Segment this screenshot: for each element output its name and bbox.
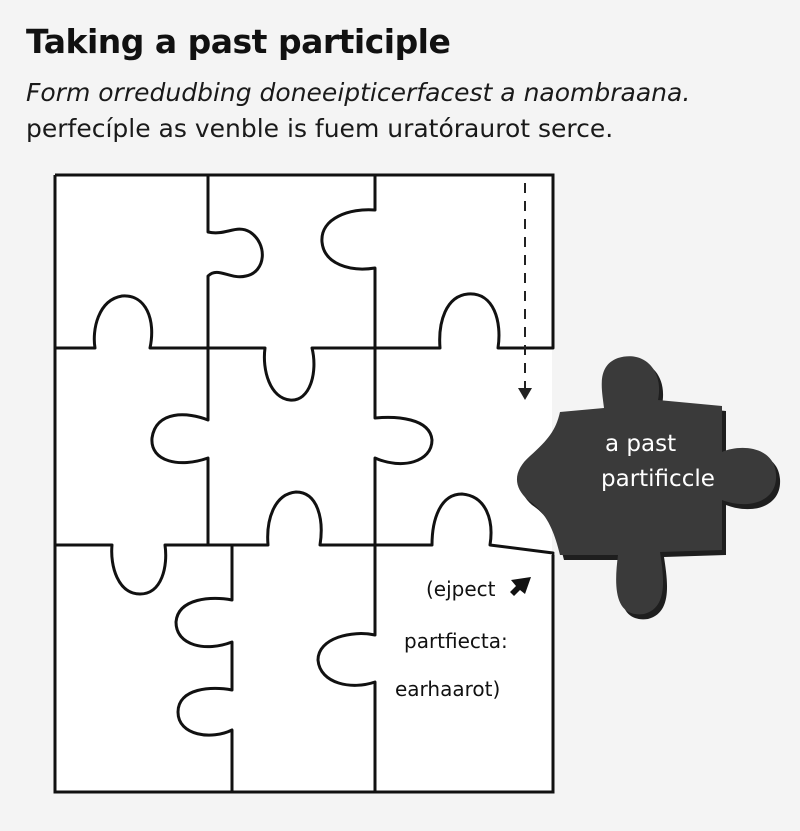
subtitle: Form orredudbing doneeipticerfacest a na… xyxy=(26,75,786,147)
subtitle-line-1: Form orredudbing doneeipticerfacest a na… xyxy=(26,78,691,107)
puzzle-board xyxy=(56,176,552,791)
cut-v1-mid xyxy=(150,346,210,547)
arrow-icon xyxy=(510,577,531,596)
cut-v2-mid xyxy=(373,346,434,547)
annotation-line-3: earhaarot) xyxy=(395,677,500,701)
cut-v1-top xyxy=(206,173,264,350)
subtitle-line-2: perfecíple as venble is fuem uratóraurot… xyxy=(26,114,614,143)
drop-guide-arrowhead xyxy=(518,388,532,400)
annotation-line-2: partfiecta: xyxy=(404,629,508,653)
annotation-line-1: (ejpect xyxy=(426,577,496,601)
loose-piece-label-1: a past xyxy=(605,431,676,457)
loose-puzzle-piece[interactable]: a past partificcle xyxy=(516,356,781,620)
cut-v2-top xyxy=(320,173,377,350)
cut-h2 xyxy=(53,490,555,596)
loose-piece-body xyxy=(516,356,777,615)
page-title: Taking a past participle xyxy=(26,22,451,61)
loose-piece-label-2: partificcle xyxy=(601,466,715,492)
cut-h1 xyxy=(53,292,555,402)
cut-v1-bot xyxy=(174,543,234,794)
puzzle-frame-outline xyxy=(53,173,555,794)
cut-v2-bot xyxy=(316,543,377,794)
puzzle-cuts xyxy=(53,173,555,794)
